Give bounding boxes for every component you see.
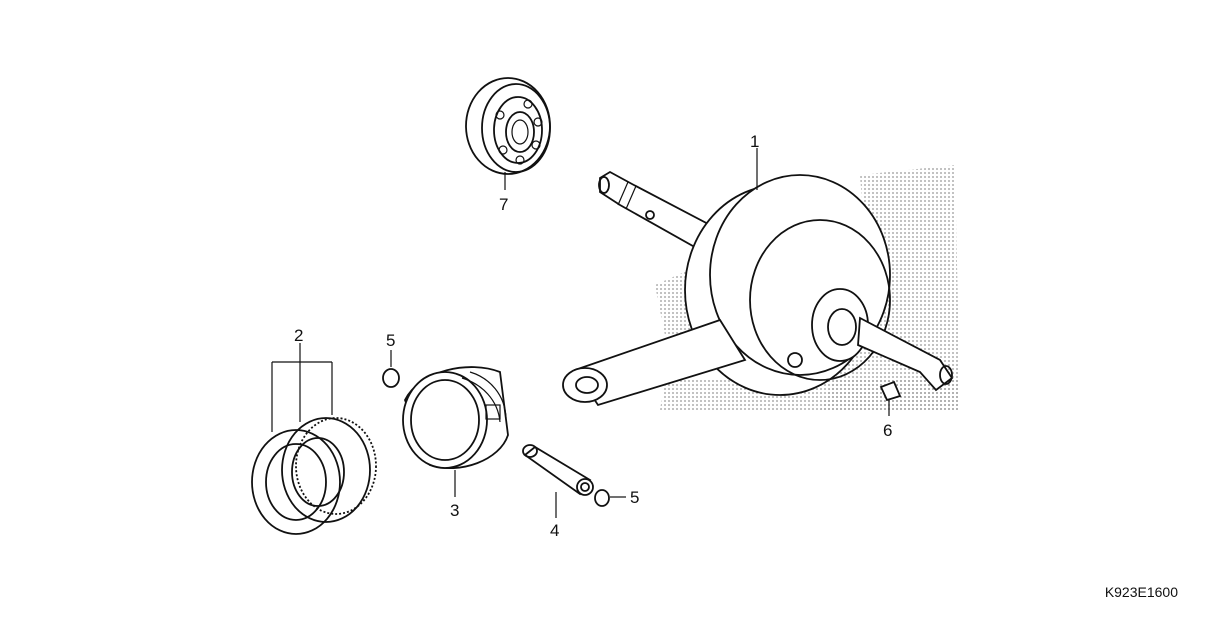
callout-5-bottom: 5 (630, 488, 639, 507)
piston-part (402, 366, 509, 497)
pin-clip-bottom-part (594, 489, 626, 507)
diagram-code: K923E1600 (1104, 584, 1178, 600)
crankshaft-part (562, 148, 954, 407)
woodruff-key-part (879, 380, 902, 416)
bearing-part (465, 77, 551, 190)
piston-rings-part (251, 343, 377, 535)
callout-5-top: 5 (386, 331, 395, 350)
callout-1: 1 (750, 132, 759, 151)
callout-7: 7 (499, 195, 508, 214)
callout-2: 2 (294, 326, 303, 345)
callout-4: 4 (550, 521, 559, 540)
callout-3: 3 (450, 501, 459, 520)
pin-clip-top-part (382, 350, 400, 388)
piston-pin-part (522, 444, 594, 518)
callout-6: 6 (883, 421, 892, 440)
